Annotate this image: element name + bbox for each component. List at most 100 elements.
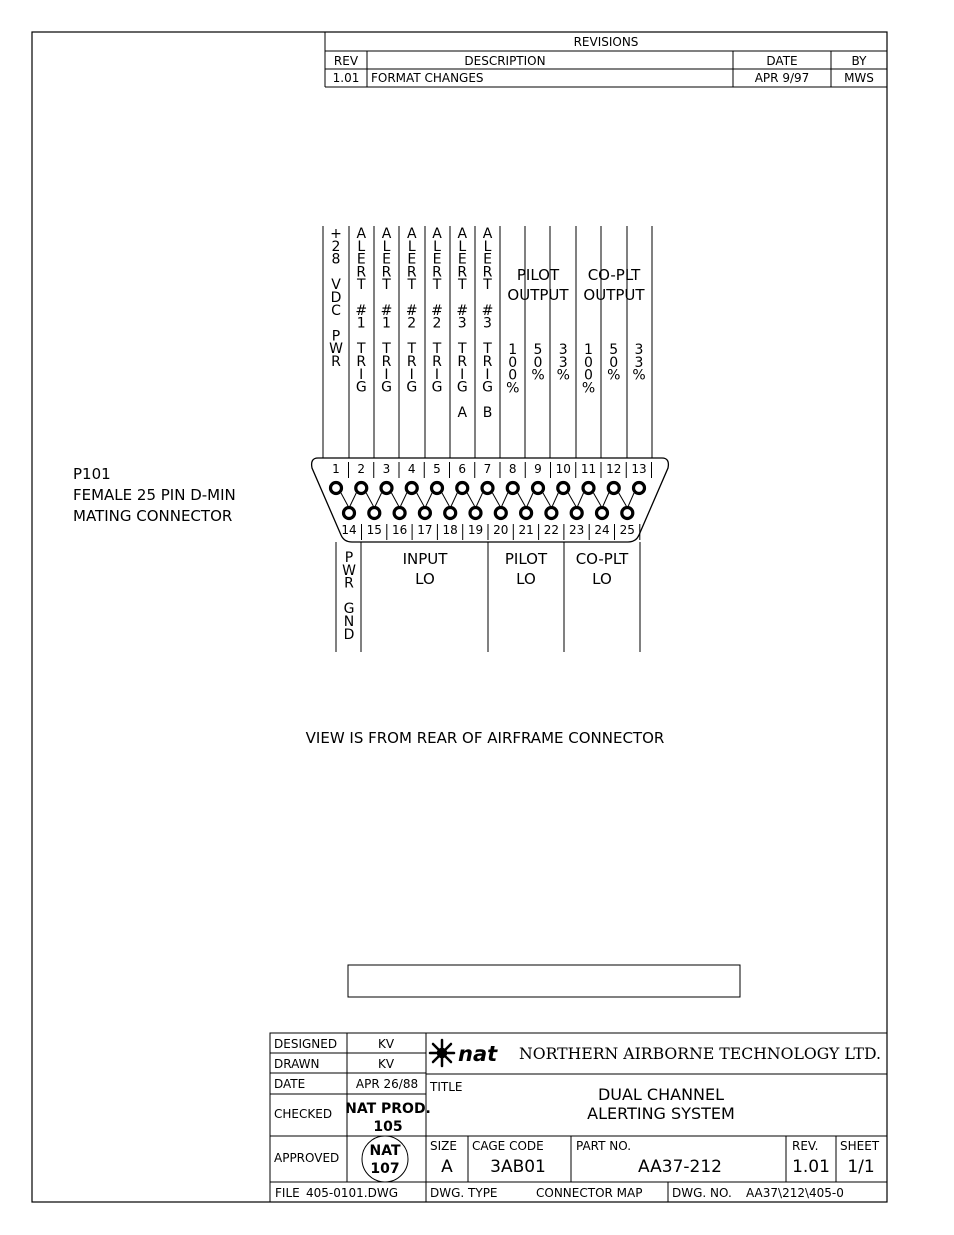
pin-label-9: 0 — [534, 355, 543, 371]
checked-stamp-line2: 105 — [373, 1119, 402, 1135]
date-label: DATE — [274, 1077, 305, 1091]
pin-label-3: 1 — [382, 316, 391, 332]
pin-socket-10 — [556, 480, 571, 496]
pin-label-11: % — [582, 380, 595, 396]
pin-divider — [618, 492, 627, 507]
pwr-gnd-label: D — [344, 627, 355, 643]
pin-divider — [551, 492, 559, 507]
checked-stamp-line1: NAT PROD. — [345, 1101, 431, 1117]
pin-label-4: I — [410, 367, 414, 383]
pin-label-5: L — [433, 239, 441, 255]
dwg-type-value: CONNECTOR MAP — [536, 1186, 642, 1200]
input-lo-label-line1: INPUT — [403, 550, 449, 568]
date-header: DATE — [766, 54, 797, 68]
pin-label-2: T — [356, 277, 366, 293]
pin-divider — [391, 492, 400, 507]
pin-socket-13 — [631, 480, 647, 496]
drawing-title-line1: DUAL CHANNEL — [598, 1085, 724, 1104]
size-value: A — [441, 1157, 453, 1177]
pin-label-4: R — [407, 354, 417, 370]
pin-label-1: V — [331, 277, 341, 293]
pin-socket-23 — [569, 505, 584, 521]
pin-number-5: 5 — [433, 462, 441, 476]
pin-label-13: % — [632, 368, 645, 384]
coplt-lo-label-line2: LO — [592, 570, 612, 588]
pin-number-14: 14 — [341, 523, 356, 537]
pin-label-6: T — [457, 277, 467, 293]
pin-socket-8 — [505, 480, 520, 496]
pin-label-7: G — [482, 380, 493, 396]
pin-number-19: 19 — [468, 523, 483, 537]
pin-label-4: # — [406, 303, 418, 319]
pin-label-13: 3 — [635, 355, 644, 371]
pin-label-7: T — [482, 341, 492, 357]
connector-shell — [310, 457, 670, 543]
pwr-gnd-label: R — [344, 576, 354, 592]
pin-socket-24 — [594, 505, 610, 521]
sheet-label: SHEET — [840, 1139, 880, 1153]
pwr-gnd-label: G — [344, 601, 355, 617]
pin-label-2: A — [356, 226, 366, 242]
pin-divider — [450, 492, 458, 507]
pin-label-6: L — [458, 239, 466, 255]
pin-label-7: R — [483, 264, 493, 280]
pin-label-3: L — [383, 239, 391, 255]
pin-socket-20 — [493, 505, 508, 521]
pin-label-7: I — [485, 367, 489, 383]
pin-label-8: 1 — [508, 342, 517, 358]
pin-number-3: 3 — [383, 462, 391, 476]
pin-number-10: 10 — [556, 462, 571, 476]
pin-socket-19 — [468, 505, 483, 521]
pin-label-6: I — [460, 367, 464, 383]
coplt-output-label-line1: CO-PLT — [588, 266, 641, 284]
wire-lines — [322, 226, 653, 652]
pin-label-11: 1 — [584, 342, 593, 358]
pin-label-4: T — [406, 277, 416, 293]
approved-stamp-line1: NAT — [369, 1143, 400, 1159]
pin-divider — [441, 492, 450, 507]
pin-label-7: A — [483, 226, 493, 242]
pin-socket-16 — [392, 505, 407, 521]
revision-rev: 1.01 — [333, 71, 360, 85]
drawn-label: DRAWN — [274, 1057, 320, 1071]
approved-stamp-line2: 107 — [370, 1161, 399, 1177]
pin-number-21: 21 — [518, 523, 533, 537]
pin-divider — [517, 492, 526, 507]
pin-label-8: 0 — [508, 355, 517, 371]
dwg-type-label: DWG. TYPE — [430, 1186, 498, 1200]
pin-number-20: 20 — [493, 523, 508, 537]
pin-number-17: 17 — [417, 523, 432, 537]
pin-label-5: R — [432, 264, 442, 280]
top-pin-labels: +28VDCPWRALERT#1TRIGALERT#1TRIGALERT#2TR… — [329, 226, 646, 421]
size-label: SIZE — [430, 1139, 457, 1153]
pin-label-5: T — [432, 277, 442, 293]
pin-label-5: # — [431, 303, 443, 319]
pin-divider — [476, 492, 483, 507]
revisions-title: REVISIONS — [574, 35, 639, 49]
pin-label-10: 3 — [559, 342, 568, 358]
drawn-value: KV — [378, 1057, 395, 1071]
cage-code-label: CAGE CODE — [472, 1139, 544, 1153]
pin-label-2: R — [356, 264, 366, 280]
pin-label-1: D — [331, 290, 342, 306]
pin-label-6: R — [457, 264, 467, 280]
pwr-gnd-label: W — [342, 563, 356, 579]
pin-label-1: W — [329, 341, 343, 357]
pin-label-10: % — [557, 368, 570, 384]
pin-label-6: E — [458, 252, 467, 268]
title-label: TITLE — [429, 1080, 462, 1094]
pin-label-6: A — [457, 226, 467, 242]
pin-label-6: R — [457, 354, 467, 370]
pin-label-4: R — [407, 264, 417, 280]
pin-number-18: 18 — [443, 523, 458, 537]
connector-ref: P101 — [73, 465, 111, 483]
by-header: BY — [852, 54, 868, 68]
pin-label-5: I — [435, 367, 439, 383]
connector-description: FEMALE 25 PIN D-MIN — [73, 486, 236, 504]
pin-divider — [365, 492, 374, 507]
pin-socket-9 — [530, 480, 546, 496]
pin-label-12: 5 — [609, 342, 618, 358]
pin-label-4: E — [407, 252, 416, 268]
pin-number-7: 7 — [484, 462, 492, 476]
